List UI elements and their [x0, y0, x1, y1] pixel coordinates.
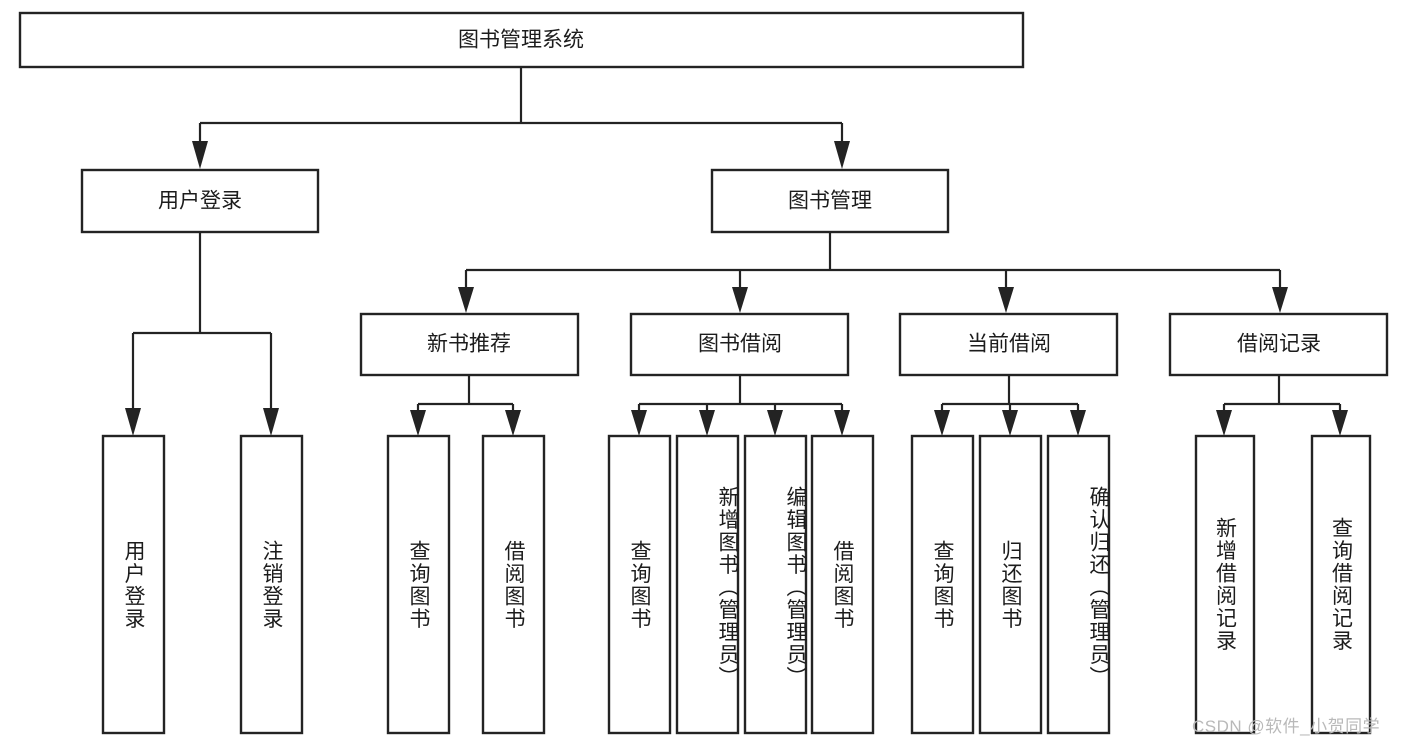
node-user-login-box[interactable] — [80, 168, 320, 234]
leaf-borrow-book-1-box[interactable] — [481, 434, 546, 735]
arrow-to-leaf-query-book-1 — [410, 410, 426, 436]
node-root-label: 图书管理系统 — [458, 29, 584, 52]
leaf-return-book-box[interactable] — [978, 434, 1043, 735]
arrow-to-book-manage — [834, 141, 850, 169]
arrow-to-leaf-confirm-return — [1070, 410, 1086, 436]
arrow-to-new-book-recommend — [458, 287, 474, 313]
arrow-to-leaf-return-book — [1002, 410, 1018, 436]
leaf-borrow-book-2-box[interactable] — [810, 434, 875, 735]
node-current-borrow-label: 当前借阅 — [967, 333, 1051, 356]
node-book-manage-box[interactable] — [710, 168, 950, 234]
leaf-add-book-box[interactable] — [675, 434, 740, 735]
arrow-to-current-borrow — [998, 287, 1014, 313]
node-user-login-label: 用户登录 — [158, 190, 242, 213]
leaf-query-book-3-box[interactable] — [910, 434, 975, 735]
leaf-add-record-box[interactable] — [1194, 434, 1256, 735]
arrow-to-leaf-edit-book — [767, 410, 783, 436]
arrow-to-leaf-borrow-book-1 — [505, 410, 521, 436]
leaf-logout-box[interactable] — [239, 434, 304, 735]
arrow-to-leaf-borrow-book-2 — [834, 410, 850, 436]
node-new-book-recommend-box[interactable] — [359, 312, 580, 377]
arrow-to-user-login — [192, 141, 208, 169]
arrow-to-leaf-query-book-2 — [631, 410, 647, 436]
connector-current-borrow-to-leaves — [934, 375, 1086, 436]
csdn-watermark: CSDN @软件_小贺同学 — [1192, 717, 1381, 736]
node-borrow-record-label: 借阅记录 — [1237, 333, 1321, 356]
node-current-borrow[interactable]: 当前借阅 — [898, 312, 1119, 377]
node-user-login[interactable]: 用户登录 — [80, 168, 320, 234]
arrow-to-leaf-query-record — [1332, 410, 1348, 436]
arrow-to-leaf-add-book — [699, 410, 715, 436]
arrow-to-leaf-logout — [263, 408, 279, 436]
arrow-to-leaf-query-book-3 — [934, 410, 950, 436]
leaf-user-login-box[interactable] — [101, 434, 166, 735]
connector-book-manage-to-level3 — [458, 232, 1288, 313]
connector-borrow-record-to-leaves — [1216, 375, 1348, 436]
connector-root-to-level2 — [192, 67, 850, 169]
connector-book-borrow-to-leaves — [631, 375, 850, 436]
arrow-to-book-borrow — [732, 287, 748, 313]
node-book-manage[interactable]: 图书管理 — [710, 168, 950, 234]
arrow-to-borrow-record — [1272, 287, 1288, 313]
leaf-edit-book-box[interactable] — [743, 434, 808, 735]
node-root-box[interactable] — [18, 11, 1025, 69]
leaf-query-book-2-box[interactable] — [607, 434, 672, 735]
arrow-to-leaf-user-login — [125, 408, 141, 436]
connector-new-book-recommend-to-leaves — [410, 375, 521, 436]
node-root[interactable]: 图书管理系统 — [18, 11, 1025, 69]
node-book-borrow-box[interactable] — [629, 312, 850, 377]
node-borrow-record-box[interactable] — [1168, 312, 1389, 377]
node-new-book-recommend[interactable]: 新书推荐 — [359, 312, 580, 377]
node-book-borrow[interactable]: 图书借阅 — [629, 312, 850, 377]
connector-user-login-to-leaves — [125, 232, 279, 436]
node-book-manage-label: 图书管理 — [788, 190, 872, 213]
node-new-book-recommend-label: 新书推荐 — [427, 333, 511, 356]
node-current-borrow-box[interactable] — [898, 312, 1119, 377]
leaf-query-record-box[interactable] — [1310, 434, 1372, 735]
arrow-to-leaf-add-record — [1216, 410, 1232, 436]
leaf-confirm-return-box[interactable] — [1046, 434, 1111, 735]
leaf-query-book-1-box[interactable] — [386, 434, 451, 735]
node-book-borrow-label: 图书借阅 — [698, 333, 782, 356]
node-borrow-record[interactable]: 借阅记录 — [1168, 312, 1389, 377]
